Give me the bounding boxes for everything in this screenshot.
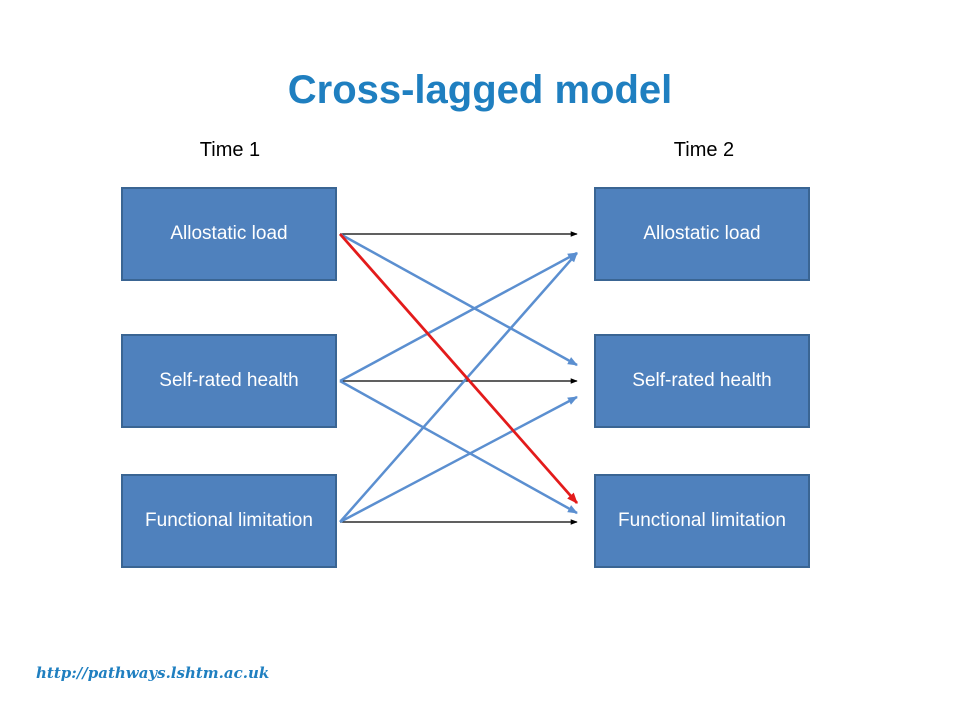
- node-t2-allostatic-load: Allostatic load: [594, 187, 810, 281]
- arrow-selfrated-t1-to-functional-t2: [339, 379, 578, 515]
- node-label: Allostatic load: [170, 223, 288, 244]
- node-label: Self-rated health: [632, 370, 772, 391]
- time-1-label: Time 1: [199, 139, 261, 161]
- source-link[interactable]: http://pathways.lshtm.ac.uk: [36, 664, 270, 682]
- node-t1-allostatic-load: Allostatic load: [121, 187, 337, 281]
- node-label: Self-rated health: [159, 370, 299, 391]
- node-label: Functional limitation: [145, 510, 313, 531]
- arrow-selfrated-t1-to-allostatic-t2: [339, 251, 578, 383]
- node-label: Allostatic load: [643, 223, 761, 244]
- node-label: Functional limitation: [618, 510, 786, 531]
- arrow-functional-t1-to-allostatic-t2: [339, 252, 578, 523]
- node-t2-self-rated-health: Self-rated health: [594, 334, 810, 428]
- page-title: Cross-lagged model: [287, 68, 673, 112]
- time-2-label: Time 2: [673, 139, 735, 161]
- arrow-functional-t1-to-selfrated-t2: [339, 395, 578, 524]
- node-t2-functional-limitation: Functional limitation: [594, 474, 810, 568]
- node-t1-functional-limitation: Functional limitation: [121, 474, 337, 568]
- node-t1-self-rated-health: Self-rated health: [121, 334, 337, 428]
- arrow-allostatic-t1-to-functional-t2-highlight: [338, 233, 579, 504]
- arrow-allostatic-t1-to-selfrated-t2: [339, 232, 578, 367]
